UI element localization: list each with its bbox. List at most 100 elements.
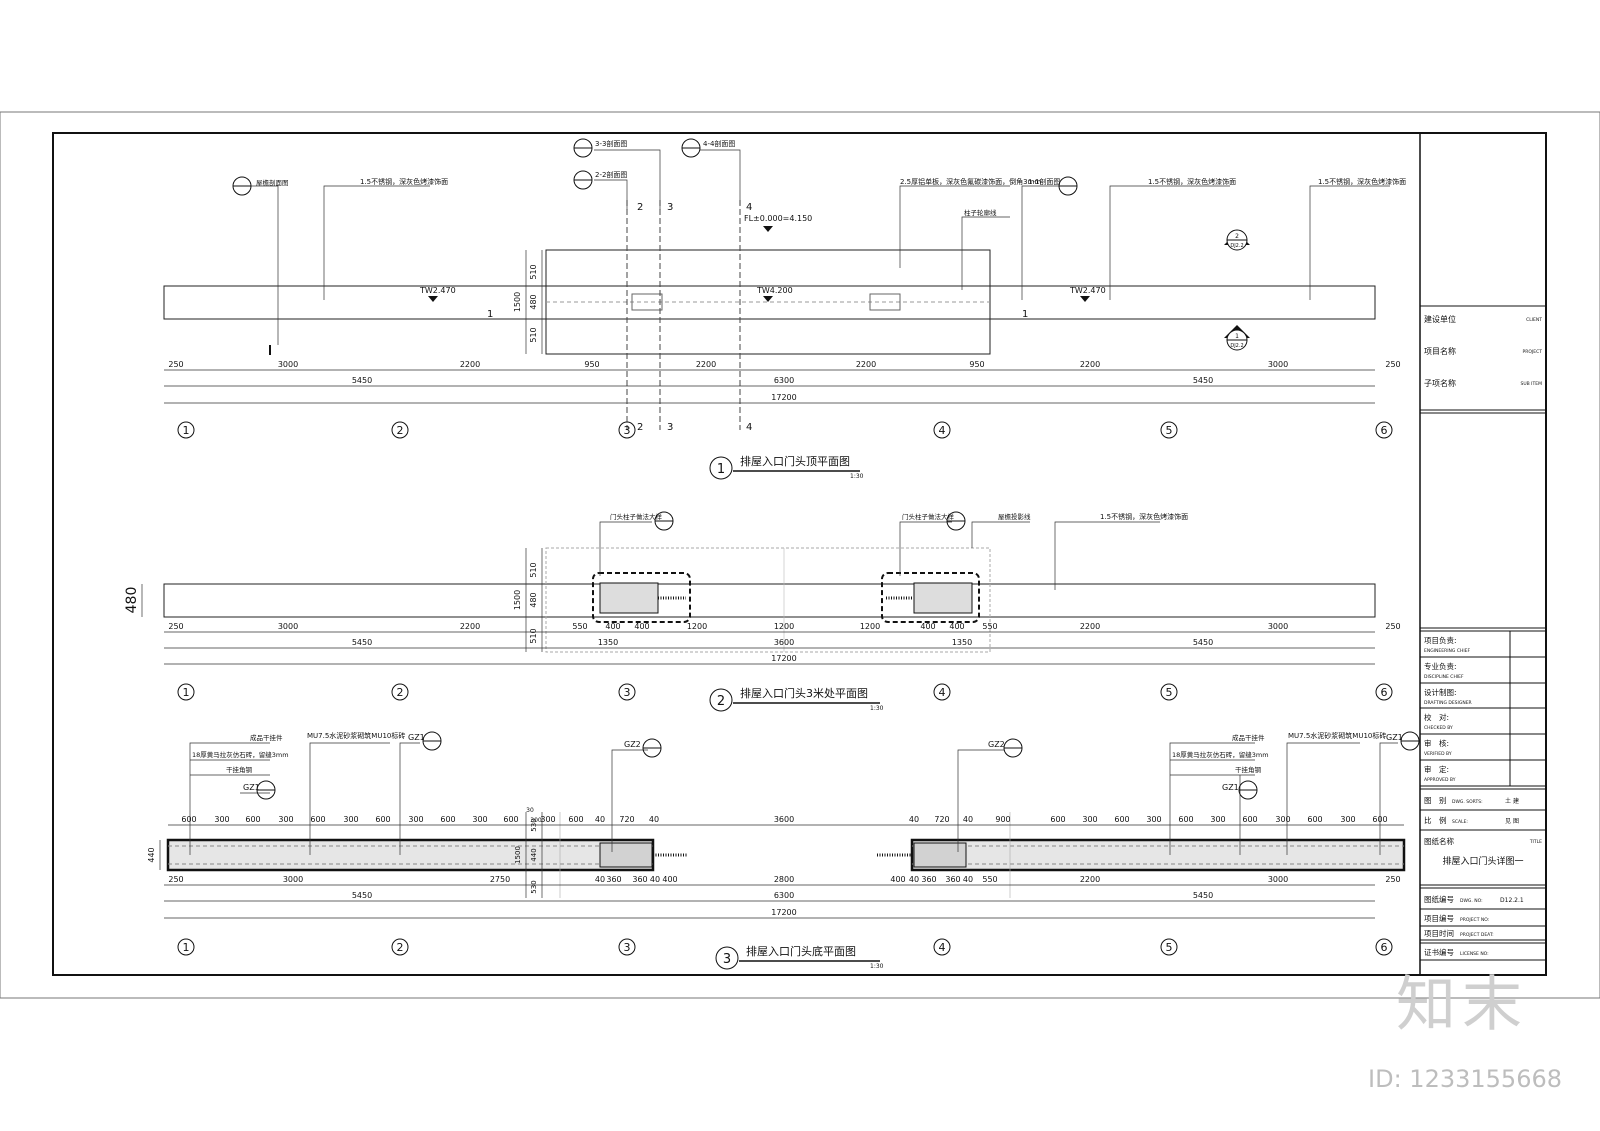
note: MU7.5水泥砂浆砌筑MU10标砖 [1288,731,1386,740]
dim: 400 [605,622,620,631]
note-d: 2-2剖面图 [595,170,627,179]
plan-1-scale: 1:30 [850,473,864,480]
column-gz2-right [913,842,967,868]
dim: 900 [995,815,1010,824]
leader [1379,742,1398,855]
dim: 250 [168,875,183,884]
plan-1-num: 1 [717,462,725,477]
grid-axis: 5 [1160,938,1178,956]
detail-ref-circle [1058,176,1078,196]
cut-label: 2 [637,202,643,213]
note-e: 4-4剖面图 [703,139,735,148]
column-left [599,582,659,614]
detail-ref-circle [681,138,701,158]
section-ref-top-num: 2 [1235,233,1239,240]
tb-project-en: PROJECT [1523,349,1543,355]
leader-h [1021,185,1060,300]
grid-label: 3 [624,424,631,437]
dim: 600 [1307,815,1322,824]
plan-3-scale: 1:30 [870,963,884,970]
dim: 40 [649,815,659,824]
detail-ref-circle [1238,780,1258,800]
dim: 600 [310,815,325,824]
grid-axes-row-3: 1 2 3 4 5 6 [177,938,1393,956]
grid-axis: 3 [618,421,636,439]
dim: 600 [568,815,583,824]
detail-ref-circle [1003,738,1023,758]
eave-outline [163,583,1376,618]
leader [611,749,648,852]
note: GZ1 [243,783,260,792]
grid-axis: 1 [177,938,195,956]
grid-axis: 2 [391,683,409,701]
tw-label-mid: TW4.200 [756,286,793,295]
tb-drafting: 设计制图: [1424,687,1457,697]
tw-marker-mid [763,296,773,302]
leader [1054,521,1160,590]
grid-label: 1 [183,424,190,437]
dim: 550 [572,622,587,631]
vert-dim: 510 [529,628,538,643]
dim: 40 [650,875,660,884]
dim: 400 [662,875,677,884]
note: MU7.5水泥砂浆砌筑MU10标砖 [307,731,405,740]
dim: 600 [245,815,260,824]
dim: 2200 [1080,622,1100,631]
grid-label: 6 [1381,686,1388,699]
grid-label: 5 [1166,424,1173,437]
column-callout-right [881,572,980,623]
dim: 300 [540,815,555,824]
dim: 550 [982,622,997,631]
grid-label: 5 [1166,686,1173,699]
dim: 300 [530,817,542,824]
plan-2-scale: 1:30 [870,705,884,712]
tb-license: 证书编号 [1424,947,1454,957]
dim: 2200 [696,360,716,369]
leader-i [961,216,1010,290]
grid-label: 3 [624,686,631,699]
vert-dim-total: 1500 [513,292,522,312]
grid-label: 1 [183,941,190,954]
dim: 40 [595,815,605,824]
note-b: 1.5不锈钢，深灰色烤漆饰面 [360,177,448,186]
dim: 40 [909,815,919,824]
dim: 250 [168,622,183,631]
detail-ref-circle [232,176,252,196]
plan-2-3m: 门头柱子做法大样 门头柱子做法大样 屋檐投影线 1.5不锈钢，深灰色烤漆饰面 4… [124,511,1401,665]
dim: 3000 [1268,360,1288,369]
tb-license-en: LICENSE NO: [1460,951,1489,957]
tb-proj-no: 项目编号 [1424,913,1454,923]
cut-label: 4 [746,202,752,213]
dim: 1350 [598,638,618,647]
dim: 400 [920,622,935,631]
detail-ref-circle [946,511,966,531]
note: GZ2 [624,740,641,749]
dim: 2200 [1080,360,1100,369]
dim: 3000 [278,360,298,369]
leader-j [1109,185,1230,300]
side-dim: 440 [147,847,156,862]
dim: 300 [1210,815,1225,824]
vert-dim: 530 [530,880,538,893]
dim: 300 [278,815,293,824]
tb-checked-en: CHECKED BY [1424,725,1453,731]
leader-e [700,149,741,205]
dim: 400 [890,875,905,884]
wall-left [166,838,655,872]
detail-ref-circle [256,780,276,800]
grid-axis: 4 [933,421,951,439]
grid-label: 6 [1381,424,1388,437]
leader [971,521,1030,548]
outer-sheet-frame [0,111,1600,999]
note: GZ2 [988,740,1005,749]
note: 成品干挂件 [1232,733,1265,742]
detail-ref-circle [642,738,662,758]
vert-dim: 480 [529,294,538,309]
grid-label: 2 [397,686,404,699]
dim-total: 17200 [771,654,796,663]
grid-axis: 6 [1375,421,1393,439]
grid-axis: 2 [391,421,409,439]
plan-3-num: 3 [723,952,731,967]
dim: 250 [1385,360,1400,369]
leader [957,749,1004,852]
